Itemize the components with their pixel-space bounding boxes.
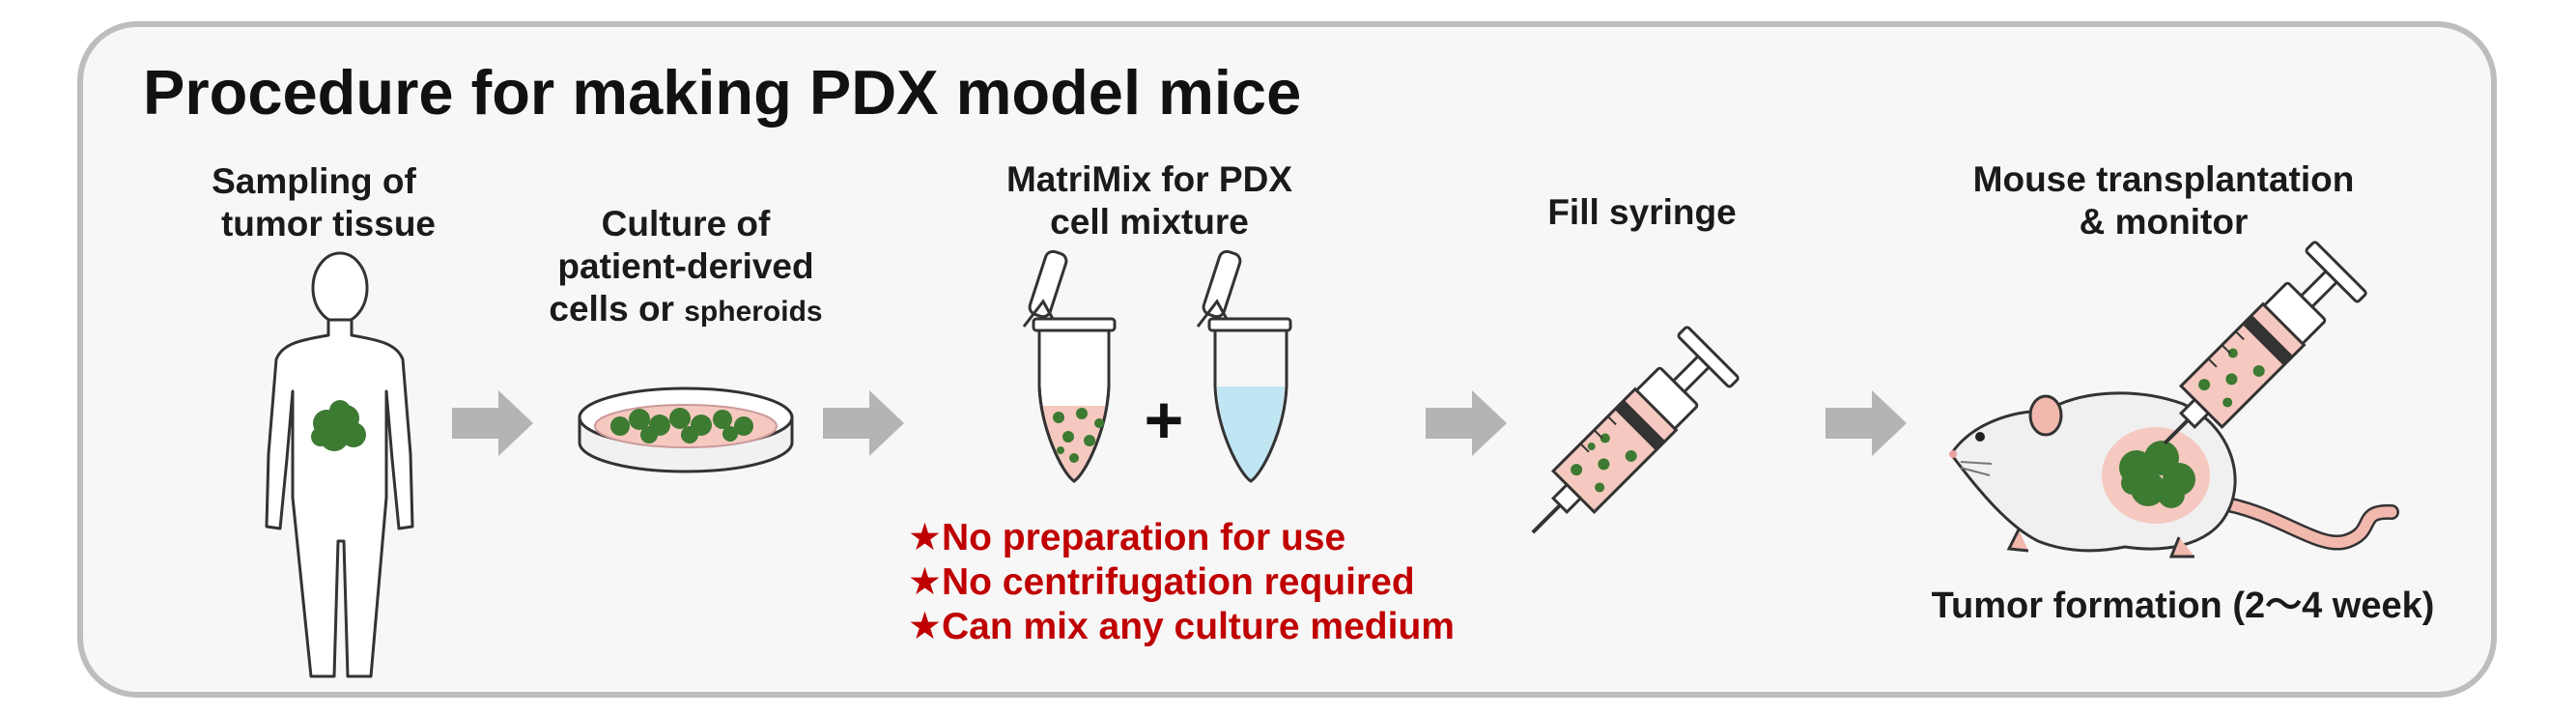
step-culture-line2: patient-derived — [557, 246, 814, 286]
tumor-in-mouse-icon — [2119, 441, 2195, 508]
tube-cell-mixture-icon — [1022, 249, 1117, 483]
step-matrimix-line2: cell mixture — [1050, 202, 1249, 242]
step-culture-line1: Culture of — [601, 204, 771, 243]
step-sampling-label: Sampling of tumor tissue — [164, 160, 464, 245]
matrimix-benefits-list: ★No preparation for use ★No centrifugati… — [908, 516, 1455, 649]
petri-dish-icon — [578, 386, 794, 473]
arrow-icon-4 — [1826, 390, 1907, 456]
step-matrimix-label: MatriMix for PDX cell mixture — [966, 158, 1333, 243]
arrow-icon-2 — [823, 390, 904, 456]
diagram-title: Procedure for making PDX model mice — [143, 57, 1302, 128]
result-label: Tumor formation (2～4 week) — [1931, 586, 2435, 626]
step-culture-line3b: spheroids — [684, 296, 823, 328]
step-mouse-line1: Mouse transplantation — [1972, 159, 2355, 199]
plus-sign: + — [1145, 382, 1184, 457]
step-culture-label: Culture of patient-derived cells or sphe… — [522, 203, 850, 333]
tube-matrimix-icon — [1196, 249, 1292, 483]
step-fill-syringe-label: Fill syringe — [1516, 191, 1768, 234]
step-culture-line3: cells or spheroids — [522, 288, 850, 333]
syringe-icon — [1531, 326, 1740, 534]
tumor-in-body-icon — [311, 400, 366, 451]
arrow-group — [452, 390, 1907, 456]
human-body-icon — [265, 251, 414, 678]
step-sampling-line1: Sampling of — [212, 161, 416, 201]
arrow-icon-1 — [452, 390, 533, 456]
step-fill-syringe-line1: Fill syringe — [1547, 192, 1737, 232]
arrow-icon-3 — [1426, 390, 1507, 456]
benefit-no-preparation: ★No preparation for use — [908, 517, 1346, 558]
mouse-icon — [1949, 391, 2399, 558]
step-culture-line3a: cells or — [549, 289, 685, 329]
step-sampling-line2: tumor tissue — [220, 204, 437, 243]
benefit-any-medium: ★Can mix any culture medium — [908, 606, 1455, 647]
benefit-no-centrifugation: ★No centrifugation required — [908, 561, 1415, 603]
step-mouse-label: Mouse transplantation & monitor — [1932, 158, 2395, 243]
step-mouse-line2: & monitor — [2079, 202, 2249, 242]
step-matrimix-line1: MatriMix for PDX — [1005, 159, 1293, 199]
transplant-syringe-icon — [2163, 241, 2367, 445]
